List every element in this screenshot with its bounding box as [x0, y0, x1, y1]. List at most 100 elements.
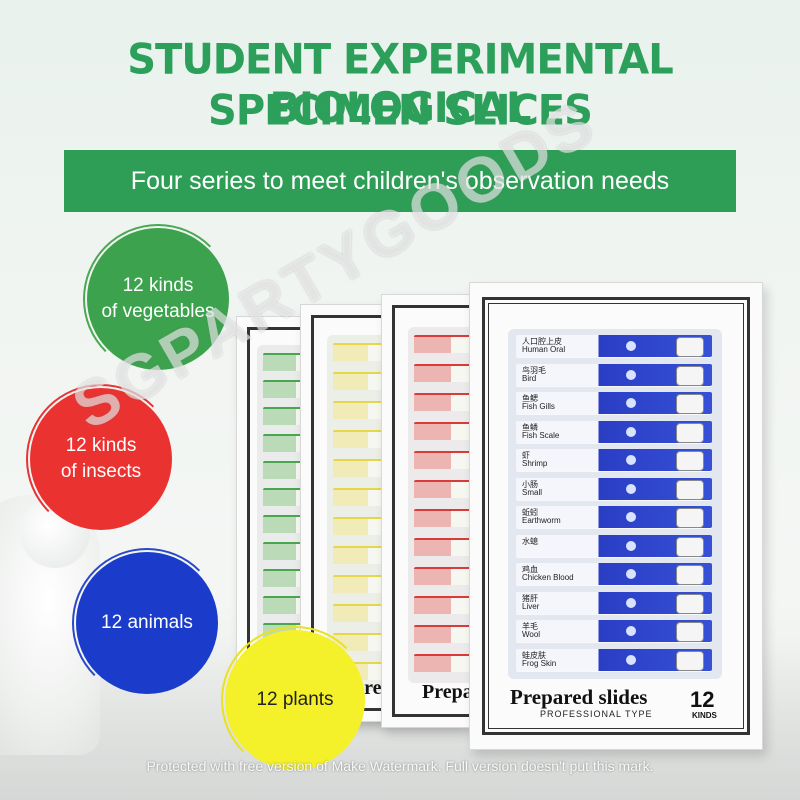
specimen-sample — [626, 569, 636, 579]
subtitle-banner: Four series to meet children's observati… — [64, 150, 736, 212]
slide-label-en: Wool — [522, 630, 541, 639]
footer-watermark: Protected with free version of Make Wate… — [146, 758, 654, 774]
slide-label-cn: 蚯蚓 — [522, 508, 538, 517]
slide-row: 水螅 — [516, 534, 712, 557]
slide-label-area — [263, 355, 297, 371]
slide-label-cn: 鱼鳞 — [522, 422, 538, 432]
slide-label-en: Small — [522, 487, 543, 497]
slide-label-area — [333, 345, 368, 361]
specimen-sample — [626, 654, 636, 665]
badge-ring — [72, 548, 222, 698]
specimen-icon — [676, 337, 704, 357]
slide-label-en: Bird — [522, 373, 537, 383]
slide-label-area — [333, 403, 368, 419]
box-frame-inner — [488, 303, 744, 729]
slide-label-en: Fish Gills — [522, 402, 555, 411]
specimen-icon — [676, 622, 704, 642]
badge-vegetables: 12 kinds of vegetables — [83, 224, 233, 374]
slide-label-area — [263, 463, 297, 479]
slide-label-cn: 虾 — [522, 451, 530, 460]
slide-label-area — [414, 627, 452, 643]
box-label: Prepared slides — [510, 685, 648, 709]
slide-label-area — [333, 606, 368, 622]
slide-label-area — [333, 519, 368, 535]
slide-label-area — [414, 482, 452, 498]
slide-label-area — [414, 424, 452, 440]
badge-ring — [221, 626, 369, 774]
slide-label-area — [414, 337, 452, 353]
kinds-text: KINDS — [692, 711, 717, 720]
slide-label-area — [263, 409, 297, 425]
slide-label-en: Human Oral — [522, 345, 566, 354]
specimen-sample — [626, 597, 636, 608]
slide-label-area — [333, 374, 368, 390]
slide-label-area — [414, 569, 452, 585]
slide-label-area — [263, 544, 297, 560]
specimen-icon — [676, 593, 704, 614]
badge-insects: 12 kinds of insects — [26, 384, 176, 534]
specimen-sample — [626, 626, 636, 636]
slide-label-area — [263, 382, 297, 398]
slide-label-cn: 鸟羽毛 — [522, 365, 546, 375]
slide-label-cn: 鱼鳃 — [522, 394, 538, 403]
badge-ring — [26, 384, 176, 534]
slide-label-cn: 羊毛 — [522, 622, 538, 631]
badge-ring — [83, 224, 233, 374]
kinds-number: 12 — [690, 687, 715, 712]
slide-label-en: Shrimp — [522, 459, 548, 468]
specimen-sample — [626, 455, 636, 465]
slide-label-area — [414, 656, 452, 672]
specimen-icon — [676, 451, 704, 471]
slide-label-area — [333, 490, 368, 506]
slide-label-area — [414, 598, 452, 614]
slide-label-area — [263, 517, 297, 533]
slide-label-area — [263, 436, 297, 452]
specimen-icon — [676, 479, 704, 500]
specimen-sample — [626, 369, 636, 380]
specimen-sample — [626, 483, 636, 494]
specimen-sample — [626, 398, 636, 408]
slide-label-area — [263, 490, 297, 506]
slide-label-en: Frog Skin — [522, 658, 557, 668]
slide-label-cn: 猪肝 — [522, 593, 538, 603]
slide-label-en: Fish Scale — [522, 430, 560, 440]
specimen-icon — [676, 536, 704, 557]
slide-label-cn: 鸡血 — [522, 565, 538, 574]
specimen-icon — [676, 650, 704, 671]
specimen-sample — [626, 341, 636, 351]
title-line-1: STUDENT EXPERIMENTAL BIOLOGICAL — [127, 35, 674, 133]
title-line-2: SPECIMEN SLICES — [208, 86, 593, 136]
slide-label-area — [333, 548, 368, 564]
slide-label-area — [414, 366, 452, 382]
specimen-icon — [676, 565, 704, 585]
specimen-icon — [676, 365, 704, 386]
specimen-sample — [626, 426, 636, 437]
slide-label-area — [414, 540, 452, 556]
slide-label-area — [263, 598, 297, 614]
specimen-icon — [676, 508, 704, 528]
specimen-icon — [676, 422, 704, 443]
slide-label-area — [333, 461, 368, 477]
slide-label-en: Chicken Blood — [522, 573, 574, 582]
slide-label-area — [414, 511, 452, 527]
subtitle-text: Four series to meet children's observati… — [130, 166, 670, 195]
slide-label-area — [414, 453, 452, 469]
badge-animals: 12 animals — [72, 548, 222, 698]
slide-label-cn: 水螅 — [522, 536, 538, 546]
slide-label-en: Liver — [522, 601, 540, 611]
box-frame-outer — [482, 297, 750, 735]
slide-label-area — [333, 577, 368, 593]
